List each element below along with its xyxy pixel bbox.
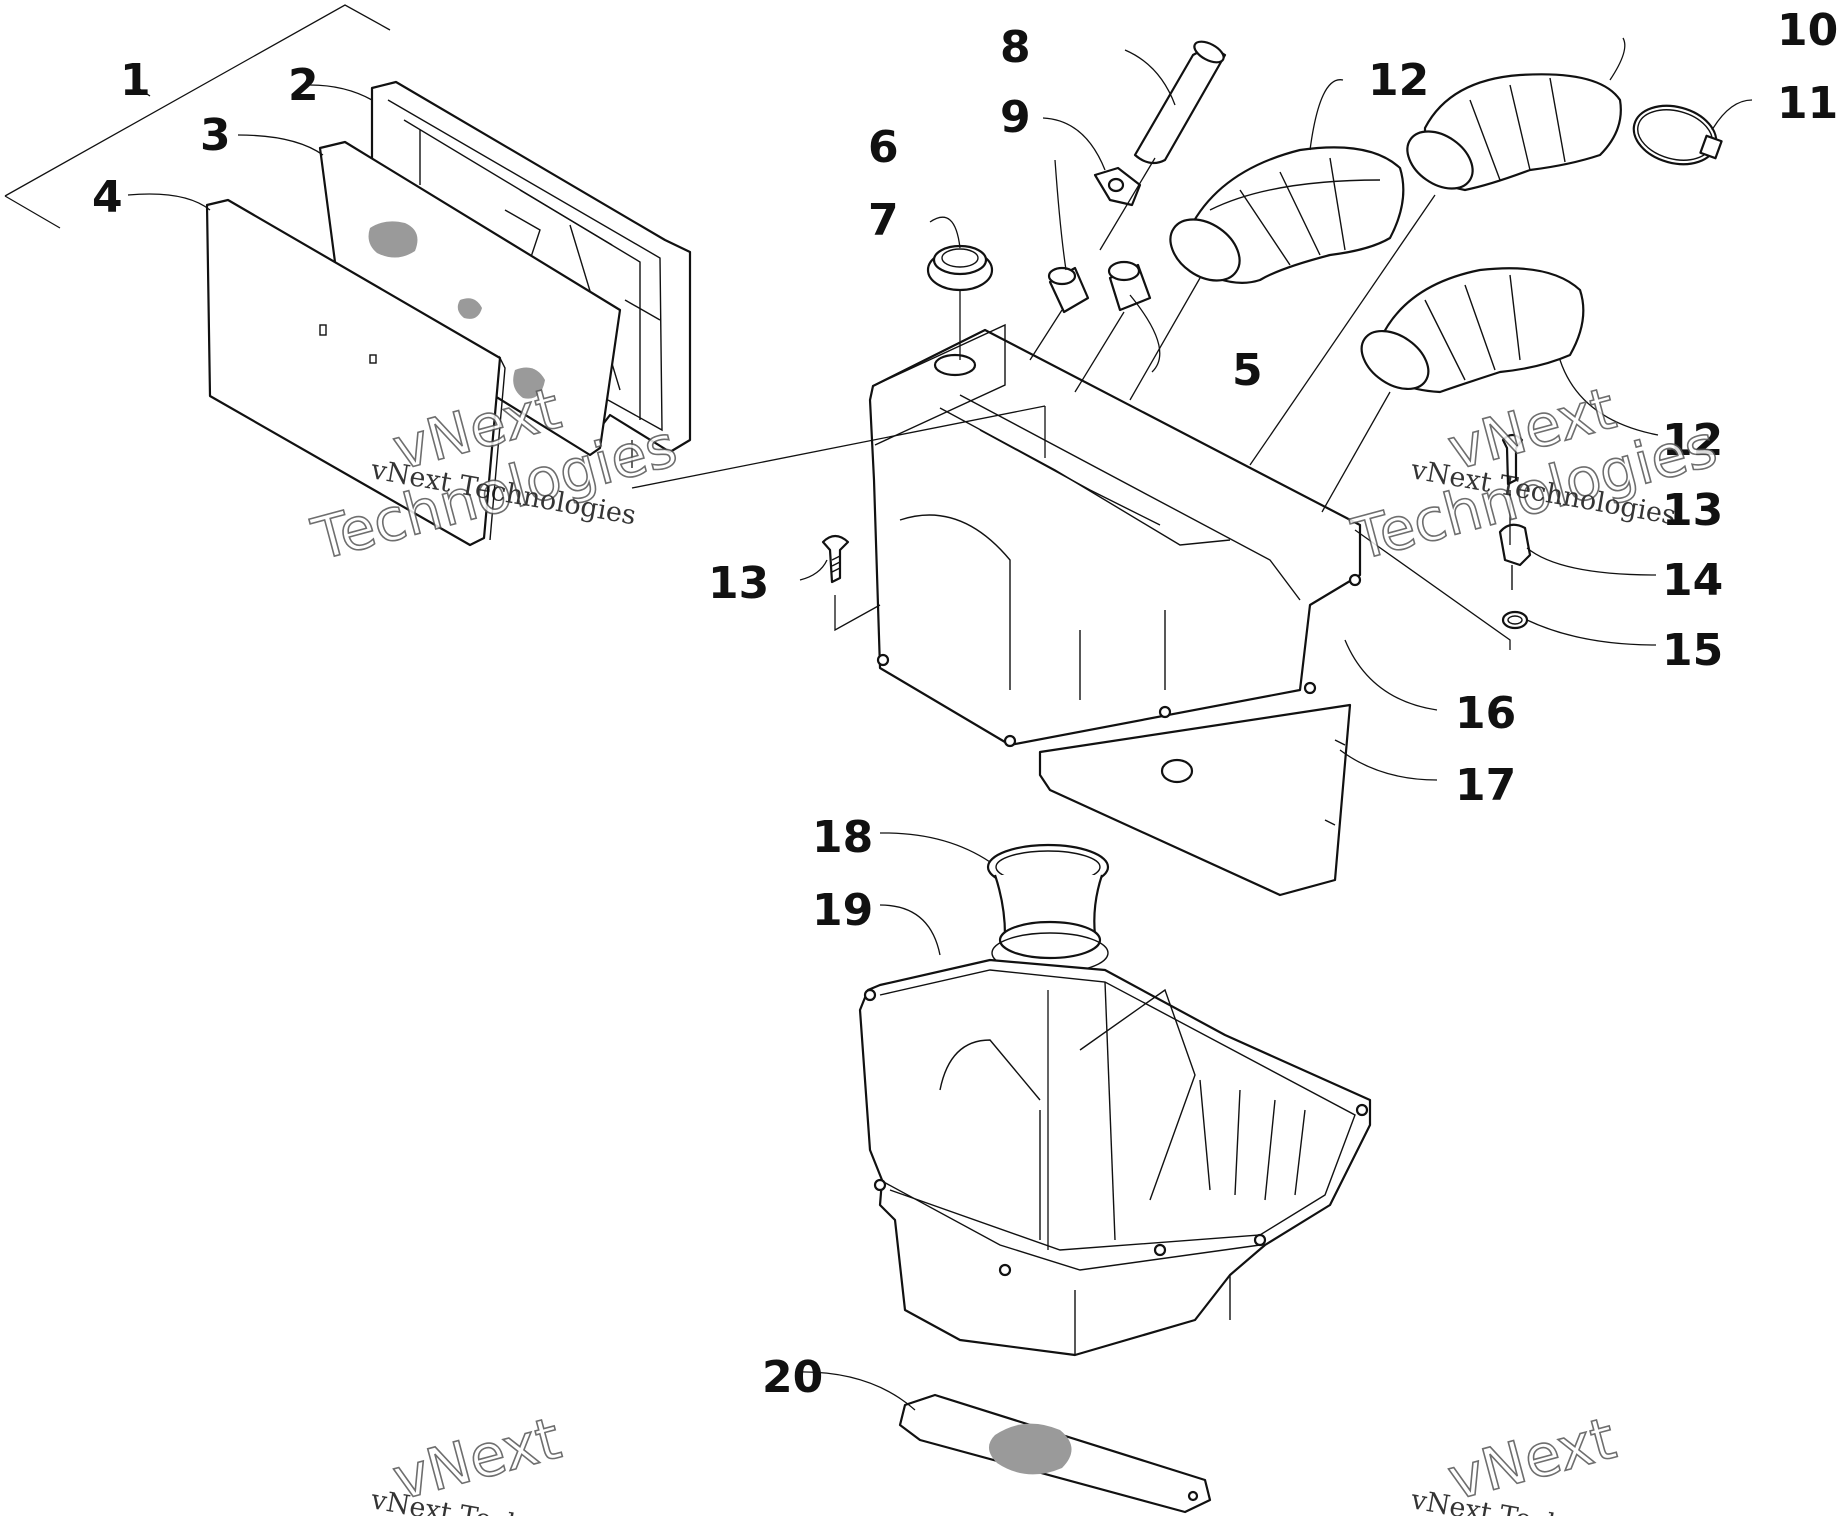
callout-16: 16 <box>1455 688 1516 739</box>
intake-boot-top <box>1406 73 1622 192</box>
callout-5: 5 <box>1232 345 1263 396</box>
screw-13-left <box>821 534 850 584</box>
callout-15: 15 <box>1662 625 1723 676</box>
drain-pad <box>898 1393 1212 1514</box>
foam-air-filter <box>205 198 506 547</box>
intake-boot-lower <box>1360 267 1585 394</box>
callout-13-left: 13 <box>708 558 769 609</box>
callout-2: 2 <box>288 60 319 111</box>
intake-boot-upper <box>1169 146 1405 284</box>
callout-14: 14 <box>1662 555 1723 606</box>
leader-lines <box>127 37 1753 1411</box>
watermark-left-bottom: vNext vNext Technologies <box>368 1403 639 1516</box>
breather-hose <box>1133 40 1227 165</box>
callout-1: 1 <box>120 55 151 106</box>
airbox-cover <box>868 323 1362 748</box>
callout-11: 11 <box>1777 78 1838 129</box>
callout-18: 18 <box>812 812 873 863</box>
callout-10: 10 <box>1777 5 1838 56</box>
velocity-stack <box>986 843 1110 974</box>
callout-7: 7 <box>868 195 899 246</box>
callout-labels: 1 2 3 4 5 6 7 8 9 10 11 12 12 13 13 14 1… <box>92 5 1838 1403</box>
callout-6: 6 <box>868 122 899 173</box>
callout-17: 17 <box>1455 760 1516 811</box>
callout-19: 19 <box>812 885 873 936</box>
callout-12-lower: 12 <box>1662 415 1723 466</box>
callout-12-upper: 12 <box>1368 55 1429 106</box>
callout-3: 3 <box>200 110 231 161</box>
grommet <box>926 244 994 292</box>
callout-8: 8 <box>1000 22 1031 73</box>
airbox-base <box>858 958 1372 1357</box>
filter-kit-bracket <box>4 4 391 229</box>
drain-valve <box>1498 523 1532 590</box>
fitting-6 <box>1047 266 1090 314</box>
hose-clip <box>1093 166 1142 207</box>
o-ring <box>1501 610 1529 630</box>
callout-4: 4 <box>92 172 123 223</box>
hose-clamp <box>1632 104 1723 166</box>
watermark-right-top: vNext Technologies vNext Technologies <box>1344 373 1724 574</box>
callout-13-right: 13 <box>1662 485 1723 536</box>
screw-13-right <box>1501 433 1524 486</box>
airbox-plate <box>1038 703 1352 897</box>
watermark-right-bottom: vNext vNext Technologies <box>1408 1403 1679 1516</box>
fitting-5 <box>1107 260 1152 312</box>
callout-20: 20 <box>762 1352 823 1403</box>
callout-9: 9 <box>1000 92 1031 143</box>
